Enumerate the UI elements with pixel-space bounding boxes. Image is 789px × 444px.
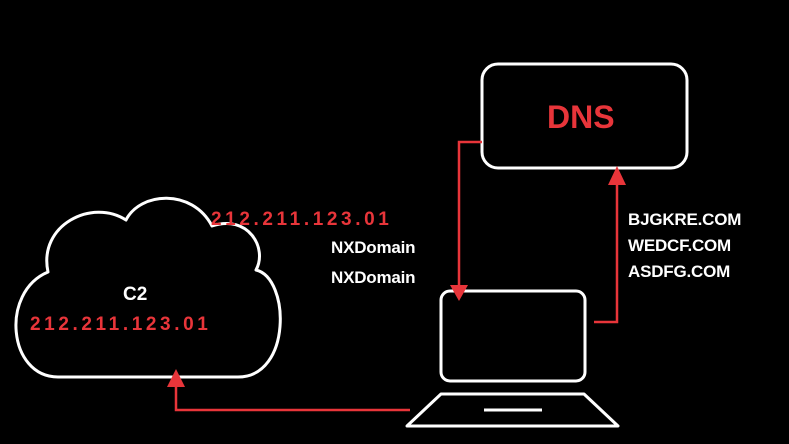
resolved-ip-address: 212.211.123.01	[211, 209, 393, 230]
query-arrow	[594, 166, 626, 324]
dns-server-box	[480, 62, 689, 170]
nxdomain-response-1: NXDomain	[331, 238, 416, 257]
laptop-icon	[405, 289, 620, 428]
query-domain-1: BJGKRE.COM	[628, 210, 742, 229]
query-domain-2: WEDCF.COM	[628, 236, 732, 255]
dns-label: DNS	[547, 99, 615, 135]
c2-label: C2	[123, 284, 148, 305]
c2-connection-arrow	[167, 369, 410, 412]
cloud-icon	[14, 196, 282, 379]
query-domain-3: ASDFG.COM	[628, 262, 731, 281]
nxdomain-response-2: NXDomain	[331, 268, 416, 287]
response-arrow	[450, 140, 482, 301]
c2-ip-address: 212.211.123.01	[30, 314, 212, 335]
